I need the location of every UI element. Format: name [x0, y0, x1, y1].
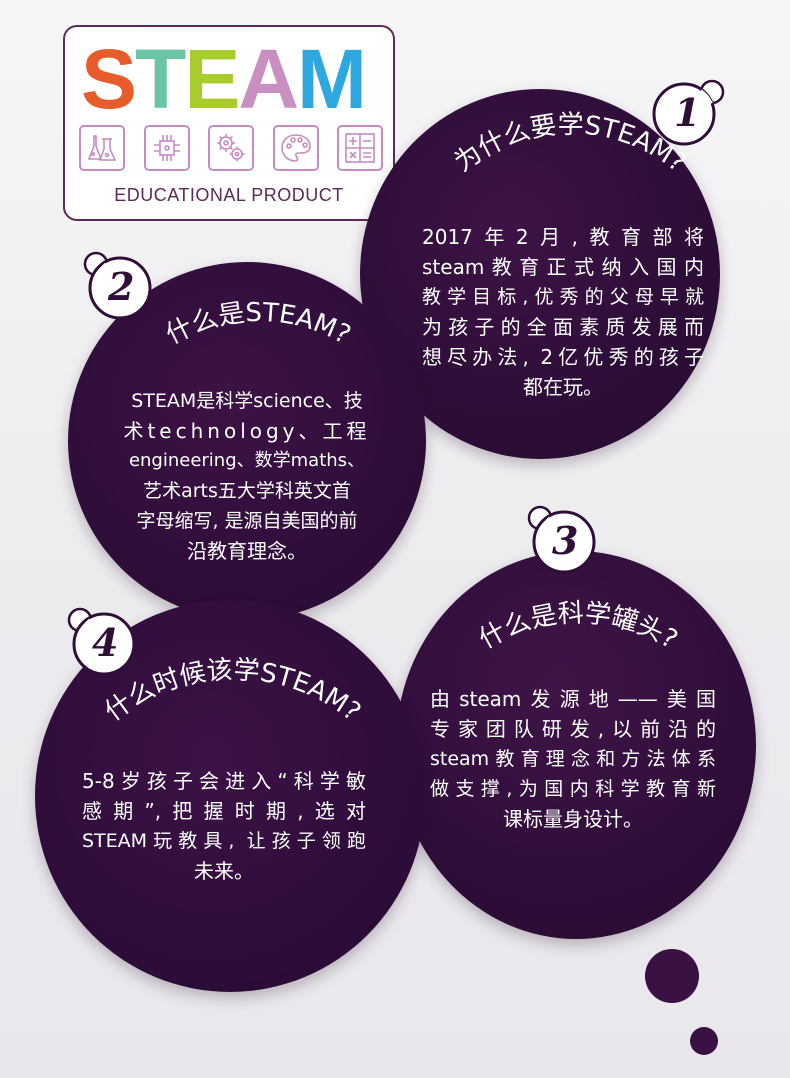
- section-2-line: 字母缩写, 是源自美国的前: [136, 510, 358, 532]
- logo-letter-t: T: [135, 32, 186, 126]
- section-2-line: 艺术arts五大学科英文首: [143, 480, 351, 502]
- section-2-line: 沿教育理念。: [187, 539, 307, 563]
- section-2-line: 术technology、工程: [123, 419, 371, 443]
- palette-icon: [272, 125, 319, 171]
- section-3-line: 做支撑,为国内科学教育新: [430, 778, 716, 800]
- section-4-body: 5-8岁孩子会进入“科学敏 感期”,把握时期,选对 STEAM玩教具, 让孩子领…: [82, 766, 366, 886]
- logo-letter-e: E: [184, 32, 240, 126]
- section-1-line: steam教育正式纳入国内: [422, 255, 704, 279]
- decorative-dot-small: [690, 1027, 718, 1055]
- section-1-title-text: 为什么要学STEAM?: [449, 110, 691, 178]
- section-3-line: 专家团队研发,以前沿的: [430, 717, 716, 741]
- section-4-line: STEAM玩教具, 让孩子领跑: [82, 830, 366, 852]
- decorative-dot-large: [645, 949, 699, 1003]
- section-3-line: steam教育理念和方法体系: [430, 748, 716, 770]
- section-4-title: 什么时候该学STEAM?: [99, 655, 366, 727]
- svg-text:为什么要学STEAM?: 为什么要学STEAM?: [449, 110, 691, 178]
- section-4-line: 5-8岁孩子会进入“科学敏: [82, 769, 366, 793]
- section-4-line: 感期”,把握时期,选对: [82, 799, 366, 823]
- section-1-line: 教学目标,优秀的父母早就: [422, 286, 704, 308]
- section-3-line: 课标量身设计。: [503, 807, 643, 831]
- section-1-number: 1: [674, 90, 701, 135]
- section-3-number: 3: [552, 518, 579, 563]
- section-4-title-text: 什么时候该学STEAM?: [99, 655, 366, 727]
- section-3-title: 什么是科学罐头?: [474, 598, 682, 655]
- section-1-line: 为孩子的全面素质发展而: [422, 315, 704, 339]
- section-1-line: 都在玩。: [523, 375, 603, 399]
- section-2-number-badge: 2: [74, 240, 184, 330]
- science-flask-icon: [79, 125, 125, 171]
- section-3-number-badge: 3: [518, 494, 628, 584]
- section-1-line: 2017年2月,教育部将: [422, 225, 704, 249]
- section-2-line: STEAM是科学science、技: [131, 390, 363, 412]
- gears-icon: [208, 125, 254, 171]
- section-2-title: 什么是STEAM?: [161, 298, 355, 351]
- section-3-body: 由steam发源地——美国 专家团队研发,以前沿的 steam教育理念和方法体系…: [430, 684, 716, 834]
- section-3-title-text: 什么是科学罐头?: [474, 598, 682, 655]
- section-2-body: STEAM是科学science、技 术technology、工程 enginee…: [104, 386, 390, 566]
- circuit-board-icon: [143, 125, 190, 171]
- logo-icon-row: [79, 125, 383, 175]
- section-4-number-badge: 4: [58, 596, 168, 686]
- section-3-circle: [396, 551, 756, 939]
- section-2-number: 2: [108, 264, 135, 309]
- logo-wordmark: STEAM: [81, 33, 381, 125]
- section-2-line: engineering、数学maths、: [128, 450, 366, 471]
- math-symbols-icon: [337, 125, 383, 171]
- section-2-title-text: 什么是STEAM?: [161, 298, 355, 351]
- section-1-body: 2017年2月,教育部将 steam教育正式纳入国内 教学目标,优秀的父母早就 …: [422, 222, 704, 402]
- logo-letter-s: S: [81, 32, 137, 126]
- section-3-line: 由steam发源地——美国: [430, 687, 716, 711]
- section-1-number-badge: 1: [632, 70, 742, 160]
- section-4-number: 4: [92, 620, 119, 665]
- logo-letter-a: A: [238, 32, 299, 126]
- section-2-circle: [68, 262, 426, 620]
- steam-logo: STEAM: [63, 25, 395, 221]
- logo-letter-m: M: [297, 32, 367, 126]
- section-4-line: 未来。: [194, 859, 254, 883]
- logo-tagline: EDUCATIONAL PRODUCT: [114, 185, 344, 205]
- section-1-line: 想尽办法, 2亿优秀的孩子: [422, 345, 704, 369]
